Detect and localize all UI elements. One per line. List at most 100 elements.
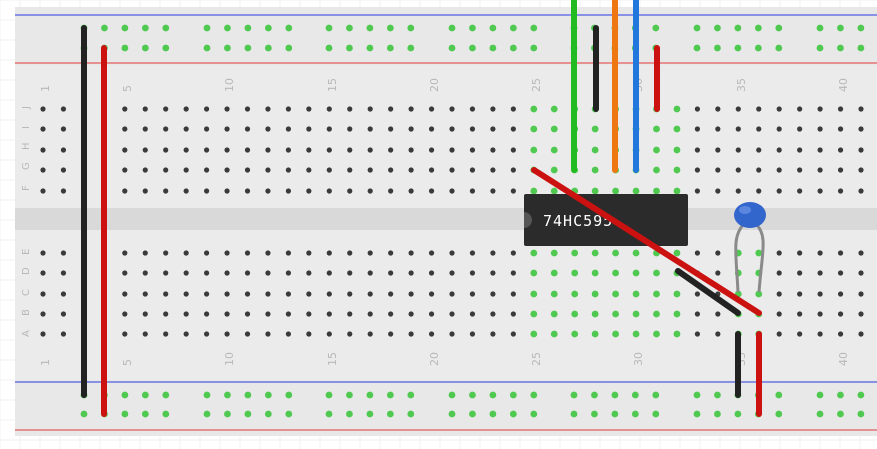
breadboard-hole[interactable] [265, 147, 271, 153]
breadboard-hole[interactable] [285, 391, 293, 399]
breadboard-hole[interactable] [837, 106, 844, 112]
breadboard-hole[interactable] [797, 331, 803, 337]
breadboard-hole[interactable] [224, 44, 231, 52]
breadboard-hole[interactable] [816, 391, 824, 399]
breadboard-hole[interactable] [428, 311, 435, 317]
breadboard-hole[interactable] [715, 311, 721, 317]
breadboard-hole[interactable] [449, 331, 455, 337]
breadboard-hole[interactable] [122, 270, 128, 276]
breadboard-hole[interactable] [448, 44, 456, 52]
breadboard-hole[interactable] [142, 126, 148, 132]
breadboard-hole[interactable] [490, 106, 496, 112]
breadboard-hole[interactable] [469, 311, 476, 317]
breadboard-hole[interactable] [490, 311, 496, 317]
breadboard-hole[interactable] [101, 24, 108, 32]
breadboard-hole[interactable] [428, 106, 435, 112]
breadboard-hole[interactable] [510, 188, 516, 194]
breadboard-hole[interactable] [183, 167, 189, 173]
breadboard-hole[interactable] [632, 249, 640, 257]
breadboard-hole[interactable] [510, 167, 516, 173]
breadboard-hole[interactable] [857, 410, 865, 418]
breadboard-hole[interactable] [530, 105, 538, 113]
breadboard-hole[interactable] [510, 311, 516, 317]
breadboard-hole[interactable] [122, 126, 128, 132]
breadboard-hole[interactable] [265, 167, 271, 173]
breadboard-hole[interactable] [858, 188, 864, 194]
breadboard-hole[interactable] [673, 125, 681, 133]
breadboard-hole[interactable] [510, 147, 516, 153]
breadboard-hole[interactable] [428, 331, 435, 337]
breadboard-hole[interactable] [715, 167, 721, 173]
breadboard-hole[interactable] [367, 147, 373, 153]
breadboard-hole[interactable] [204, 126, 210, 132]
breadboard-hole[interactable] [285, 410, 293, 418]
breadboard-hole[interactable] [60, 250, 67, 256]
breadboard-hole[interactable] [469, 106, 476, 112]
breadboard-hole[interactable] [40, 147, 46, 153]
breadboard-hole[interactable] [326, 311, 332, 317]
breadboard-hole[interactable] [715, 250, 721, 256]
breadboard-hole[interactable] [469, 391, 476, 399]
breadboard-hole[interactable] [449, 167, 455, 173]
breadboard-hole[interactable] [489, 24, 497, 32]
breadboard-hole[interactable] [122, 188, 128, 194]
breadboard-hole[interactable] [756, 147, 762, 153]
breadboard-hole[interactable] [591, 249, 599, 257]
breadboard-hole[interactable] [797, 106, 803, 112]
breadboard-hole[interactable] [40, 188, 46, 194]
breadboard-hole[interactable] [510, 126, 516, 132]
breadboard-hole[interactable] [858, 126, 864, 132]
breadboard-hole[interactable] [183, 270, 189, 276]
breadboard-hole[interactable] [715, 147, 721, 153]
breadboard-hole[interactable] [449, 311, 455, 317]
breadboard-hole[interactable] [694, 167, 701, 173]
breadboard-hole[interactable] [591, 410, 598, 418]
breadboard-hole[interactable] [224, 188, 230, 194]
breadboard-hole[interactable] [591, 187, 599, 195]
breadboard-hole[interactable] [510, 331, 516, 337]
breadboard-hole[interactable] [510, 250, 516, 256]
breadboard-hole[interactable] [60, 270, 67, 276]
breadboard-hole[interactable] [837, 250, 844, 256]
breadboard-hole[interactable] [735, 188, 741, 194]
ceramic-capacitor[interactable] [734, 202, 766, 293]
breadboard-hole[interactable] [775, 410, 783, 418]
breadboard-hole[interactable] [652, 24, 660, 32]
breadboard-hole[interactable] [306, 291, 312, 297]
breadboard-hole[interactable] [653, 269, 660, 277]
breadboard-hole[interactable] [388, 270, 394, 276]
breadboard-hole[interactable] [163, 250, 169, 256]
breadboard-hole[interactable] [366, 44, 374, 52]
breadboard-hole[interactable] [673, 166, 681, 174]
breadboard-hole[interactable] [224, 331, 230, 337]
breadboard-hole[interactable] [490, 147, 496, 153]
breadboard-hole[interactable] [366, 410, 374, 418]
breadboard-hole[interactable] [204, 311, 210, 317]
breadboard-hole[interactable] [142, 188, 148, 194]
breadboard-hole[interactable] [204, 270, 210, 276]
breadboard-hole[interactable] [40, 270, 46, 276]
breadboard-hole[interactable] [693, 391, 701, 399]
breadboard-hole[interactable] [60, 126, 67, 132]
breadboard-hole[interactable] [244, 188, 251, 194]
breadboard-hole[interactable] [530, 391, 538, 399]
breadboard-hole[interactable] [530, 330, 538, 338]
breadboard-hole[interactable] [714, 24, 721, 32]
breadboard-hole[interactable] [509, 24, 517, 32]
breadboard-hole[interactable] [40, 311, 46, 317]
breadboard-hole[interactable] [754, 24, 762, 32]
breadboard-hole[interactable] [837, 44, 844, 52]
breadboard-hole[interactable] [60, 188, 67, 194]
breadboard-hole[interactable] [490, 167, 496, 173]
breadboard-hole[interactable] [550, 187, 558, 195]
breadboard-hole[interactable] [714, 44, 721, 52]
breadboard-hole[interactable] [449, 250, 455, 256]
breadboard-hole[interactable] [652, 391, 660, 399]
breadboard-hole[interactable] [325, 410, 333, 418]
breadboard-hole[interactable] [653, 146, 660, 154]
breadboard-hole[interactable] [673, 187, 681, 195]
breadboard-hole[interactable] [183, 106, 189, 112]
breadboard-hole[interactable] [632, 290, 640, 298]
breadboard-hole[interactable] [837, 167, 844, 173]
breadboard-hole[interactable] [652, 410, 660, 418]
